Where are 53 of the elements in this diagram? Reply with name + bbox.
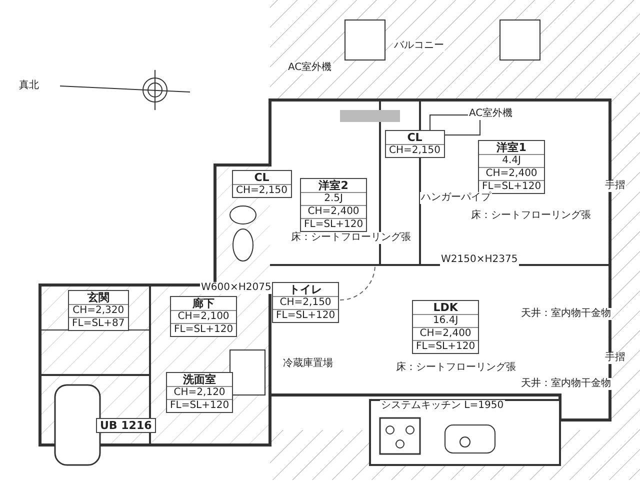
room-name: 玄関 bbox=[86, 291, 110, 304]
room-spec: CH=2,400 bbox=[479, 167, 544, 180]
room-name: 洋室2 bbox=[318, 179, 350, 192]
plan-note: 床：シートフローリング張 bbox=[290, 232, 412, 244]
plan-note: W600×H2075 bbox=[200, 282, 272, 294]
room-label bbox=[272, 282, 340, 324]
plan-note: ハンガーパイプ bbox=[420, 192, 492, 204]
room-name: トイレ bbox=[288, 283, 324, 296]
plan-note: システムキッチン L=1950 bbox=[380, 400, 505, 412]
room-spec: CH=2,150 bbox=[386, 144, 444, 158]
room-name: CL bbox=[406, 131, 424, 144]
plan-note: 床：シートフローリング張 bbox=[395, 362, 517, 374]
room-label bbox=[300, 178, 368, 232]
room-spec: CH=2,400 bbox=[413, 327, 478, 340]
plan-note: 冷蔵庫置場 bbox=[282, 358, 334, 370]
room-spec: 4.4J bbox=[479, 154, 544, 168]
plan-note: 手摺 bbox=[604, 180, 626, 192]
room-spec: CH=2,150 bbox=[273, 296, 338, 310]
room-spec: FL=SL+87 bbox=[69, 317, 128, 330]
room-label bbox=[385, 130, 445, 158]
room-spec: CH=2,100 bbox=[171, 310, 236, 324]
room-spec: CH=2,120 bbox=[167, 386, 232, 400]
room-spec: CH=2,150 bbox=[233, 184, 291, 198]
room-spec: FL=SL+120 bbox=[167, 399, 232, 412]
plan-note: W2150×H2375 bbox=[440, 254, 519, 266]
room-name: CL bbox=[253, 171, 270, 184]
plan-note: 天井：室内物干金物 bbox=[520, 378, 612, 390]
room-spec: CH=2,400 bbox=[301, 205, 366, 218]
room-name: UB 1216 bbox=[99, 419, 153, 432]
room-label bbox=[68, 290, 129, 332]
room-spec: 16.4J bbox=[413, 314, 478, 328]
room-label bbox=[412, 300, 480, 354]
plan-note: 床：シートフローリング張 bbox=[470, 210, 592, 222]
plan-note: AC室外機 bbox=[287, 62, 333, 74]
room-spec: 2.5J bbox=[301, 192, 366, 206]
room-label bbox=[232, 170, 292, 198]
room-name: LDK bbox=[432, 301, 459, 314]
room-name: 洗面室 bbox=[182, 373, 218, 386]
room-spec: FL=SL+120 bbox=[273, 309, 338, 322]
room-spec: FL=SL+120 bbox=[301, 218, 366, 232]
room-spec: CH=2,320 bbox=[69, 304, 128, 318]
plan-note: 手摺 bbox=[604, 352, 626, 364]
room-label bbox=[96, 418, 156, 434]
plan-note: AC室外機 bbox=[468, 108, 514, 120]
plan-note: 真北 bbox=[18, 80, 40, 92]
plan-note: 天井：室内物干金物 bbox=[520, 308, 612, 320]
room-spec: FL=SL+120 bbox=[171, 323, 236, 336]
room-name: 洋室1 bbox=[496, 141, 528, 154]
plan-note: バルコニー bbox=[393, 40, 445, 52]
room-label bbox=[170, 296, 238, 338]
room-name: 廊下 bbox=[192, 297, 216, 310]
room-spec: FL=SL+120 bbox=[413, 340, 478, 354]
room-label bbox=[166, 372, 234, 414]
